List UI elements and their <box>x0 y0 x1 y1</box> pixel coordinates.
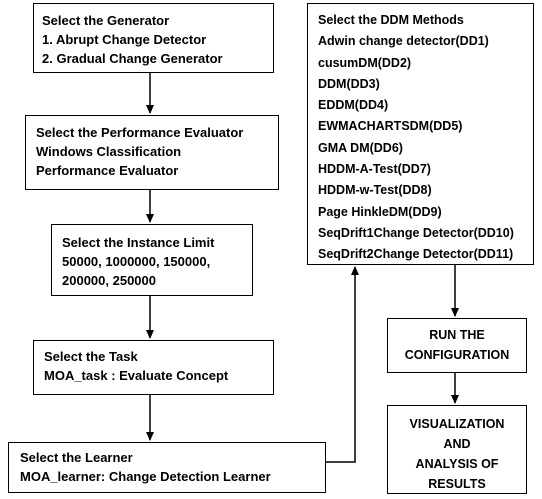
ddm-method-item: DDM(DD3) <box>318 76 380 91</box>
performance-line: Windows Classification <box>36 144 182 159</box>
visualization-box: VISUALIZATION AND ANALYSIS OF RESULTS <box>387 405 527 494</box>
visualization-line: RESULTS <box>428 477 486 491</box>
generator-item: 1. Abrupt Change Detector <box>42 32 207 47</box>
performance-title: Select the Performance Evaluator <box>36 125 244 140</box>
visualization-line: VISUALIZATION <box>409 417 505 431</box>
instance-limit-box: Select the Instance Limit 50000, 1000000… <box>51 224 253 296</box>
run-line: CONFIGURATION <box>404 348 510 362</box>
performance-line: Performance Evaluator <box>36 163 179 178</box>
run-configuration-box: RUN THE CONFIGURATION <box>387 318 527 373</box>
task-title: Select the Task <box>44 349 138 364</box>
instance-title: Select the Instance Limit <box>62 235 215 250</box>
instance-line: 50000, 1000000, 150000, <box>62 254 211 269</box>
ddm-title: Select the DDM Methods <box>318 13 464 27</box>
ddm-method-item: Page HinkleDM(DD9) <box>318 204 442 219</box>
task-value: MOA_task : Evaluate Concept <box>44 368 229 383</box>
instance-line: 200000, 250000 <box>62 273 156 288</box>
visualization-line: ANALYSIS OF <box>415 457 499 471</box>
visualization-line: AND <box>443 437 471 451</box>
arrow-learner-to-ddm <box>326 266 359 463</box>
ddm-method-item: SeqDrift1Change Detector(DD10) <box>318 225 514 240</box>
task-box: Select the Task MOA_task : Evaluate Conc… <box>33 340 274 395</box>
ddm-method-item: EDDM(DD4) <box>318 98 389 113</box>
ddm-method-item: HDDM-A-Test(DD7) <box>318 162 431 177</box>
generator-item: 2. Gradual Change Generator <box>42 51 223 66</box>
learner-value: MOA_learner: Change Detection Learner <box>20 469 271 484</box>
generator-box: Select the Generator 1. Abrupt Change De… <box>33 3 274 73</box>
generator-title: Select the Generator <box>42 13 170 28</box>
ddm-method-item: GMA DM(DD6) <box>318 140 403 155</box>
ddm-method-item: Adwin change detector(DD1) <box>318 34 489 49</box>
ddm-methods-box: Select the DDM Methods Adwin change dete… <box>307 3 534 265</box>
learner-title: Select the Learner <box>20 450 133 465</box>
performance-evaluator-box: Select the Performance Evaluator Windows… <box>25 115 279 190</box>
ddm-method-item: HDDM-w-Test(DD8) <box>318 183 432 198</box>
ddm-method-item: cusumDM(DD2) <box>318 55 412 70</box>
ddm-method-item: EWMACHARTSDM(DD5) <box>318 119 463 134</box>
ddm-method-item: SeqDrift2Change Detector(DD11) <box>318 247 514 262</box>
run-line: RUN THE <box>429 328 485 342</box>
learner-box: Select the Learner MOA_learner: Change D… <box>8 442 326 493</box>
